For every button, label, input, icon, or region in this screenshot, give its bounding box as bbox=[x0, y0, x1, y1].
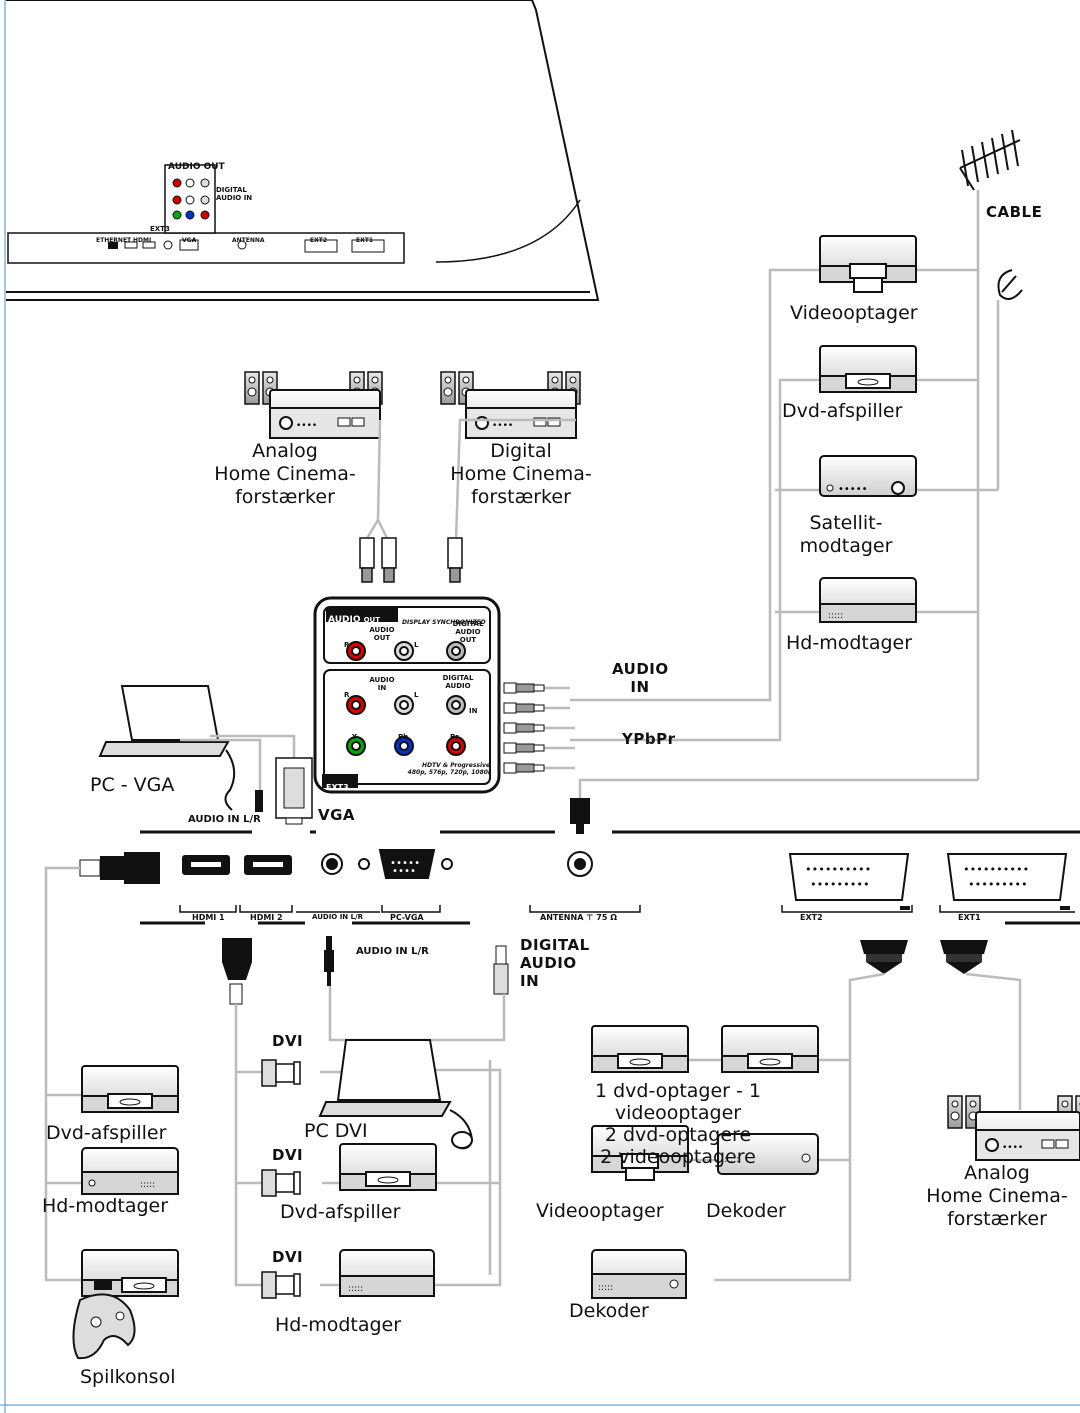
svg-text::::::: ::::: bbox=[140, 1180, 155, 1190]
ext3-pb-label: Pb bbox=[398, 726, 408, 749]
ext3-l-out-label: L bbox=[414, 634, 418, 657]
ypbpr-label: YPbPr bbox=[622, 730, 675, 748]
audio-in-lr-bar-label: AUDIO IN L/R bbox=[312, 906, 363, 929]
ext3-in-word: IN bbox=[469, 700, 477, 723]
svg-text:••••••••••: •••••••••• bbox=[963, 863, 1029, 876]
ext3-out-word: OUT bbox=[364, 616, 380, 624]
svg-text:••••••••••: •••••••••• bbox=[805, 863, 871, 876]
pc-vga-label: PC - VGA bbox=[90, 774, 174, 797]
svg-text::::::: ::::: bbox=[348, 1284, 363, 1294]
svg-text:•••••: ••••• bbox=[838, 484, 868, 495]
dvd-afspiller-right-label: Dvd-afspiller bbox=[782, 400, 902, 423]
ext3-l-in-label: L bbox=[414, 684, 418, 707]
tv-ext1-label: EXT1 bbox=[356, 229, 373, 252]
ext3-r-in-label: R bbox=[344, 684, 349, 707]
videooptager-scart-label: Videooptager bbox=[536, 1200, 664, 1223]
dekoder-label-2: Dekoder bbox=[569, 1300, 649, 1323]
audio-in-label: AUDIO IN bbox=[612, 660, 668, 696]
ext3-audio-word: AUDIO bbox=[328, 615, 360, 625]
tv-antenna-label: ANTENNA bbox=[232, 229, 265, 252]
svg-text:••••: •••• bbox=[1002, 1143, 1023, 1153]
svg-text:••••: •••• bbox=[296, 421, 317, 431]
spilkonsol-label: Spilkonsol bbox=[80, 1366, 175, 1389]
cable-label: CABLE bbox=[986, 203, 1042, 221]
ext3-badge-label: EXT3 bbox=[326, 776, 349, 799]
dvd-afspiller-dvi-label: Dvd-afspiller bbox=[280, 1201, 400, 1224]
dekoder-label-1: Dekoder bbox=[706, 1200, 786, 1223]
ext3-pr-label: Pr bbox=[450, 726, 459, 749]
ext3-audio-in-small-label: AUDIO IN bbox=[362, 676, 402, 692]
digital-audio-in-label: DIGITAL AUDIO IN bbox=[520, 936, 600, 990]
antenna-word: ANTENNA bbox=[540, 913, 583, 922]
audio-in-lr-top-label: AUDIO IN L/R bbox=[188, 808, 261, 831]
home-cinema-digital-top-label: Digital Home Cinema- forstærker bbox=[446, 440, 596, 509]
ext3-r-out-label: R bbox=[344, 634, 349, 657]
ext3-digital-audio-label: DIGITAL AUDIO bbox=[438, 674, 478, 690]
tv-ext3-label: EXT3 bbox=[150, 218, 170, 241]
svg-text::::::: ::::: bbox=[598, 1283, 613, 1293]
hdmi1-label: HDMI 1 bbox=[192, 906, 225, 929]
dvi-label-1: DVI bbox=[272, 1032, 303, 1050]
svg-text:•••••••••: ••••••••• bbox=[968, 878, 1028, 891]
ext1-bar-label: EXT1 bbox=[958, 906, 981, 929]
svg-text:•••••••••: ••••••••• bbox=[810, 878, 870, 891]
hd-modtager-right-label: Hd-modtager bbox=[786, 632, 912, 655]
tv-ethernet-label: ETHERNET bbox=[96, 229, 131, 252]
dvi-label-2: DVI bbox=[272, 1146, 303, 1164]
svg-text::::::: ::::: bbox=[828, 611, 843, 621]
svg-text:••••: •••• bbox=[492, 421, 513, 431]
home-cinema-analog-bottom-label: Analog Home Cinema- forstærker bbox=[922, 1162, 1072, 1231]
antenna-ohm: 75 Ω bbox=[596, 913, 617, 922]
home-cinema-analog-top-label: Analog Home Cinema- forstærker bbox=[210, 440, 360, 509]
tv-digital-audio-in-label: DIGITAL AUDIO IN bbox=[216, 186, 256, 202]
recorders-label: 1 dvd-optager - 1 videooptager 2 dvd-opt… bbox=[548, 1080, 808, 1168]
tv-vga-label: VGA bbox=[182, 229, 196, 252]
hd-modtager-dvi-label: Hd-modtager bbox=[275, 1314, 401, 1337]
pc-dvi-label: PC DVI bbox=[304, 1120, 368, 1143]
ext3-digital-audio-out-label: DIGITAL AUDIO OUT bbox=[448, 620, 488, 644]
audio-in-lr-mid-label: AUDIO IN L/R bbox=[356, 940, 429, 963]
satellit-modtager-label: Satellit- modtager bbox=[796, 512, 896, 558]
tv-ext2-label: EXT2 bbox=[310, 229, 327, 252]
svg-text:••••: •••• bbox=[392, 866, 416, 877]
ext2-bar-label: EXT2 bbox=[800, 906, 823, 929]
videooptager-label: Videooptager bbox=[790, 302, 918, 325]
vga-label: VGA bbox=[318, 806, 355, 824]
ext3-y-label: Y bbox=[352, 726, 357, 749]
tv-audio-out-label: AUDIO OUT bbox=[168, 156, 225, 179]
ext3-audio-out-small-label: AUDIO OUT bbox=[362, 626, 402, 642]
hdmi2-label: HDMI 2 bbox=[250, 906, 283, 929]
dvd-afspiller-left-label: Dvd-afspiller bbox=[46, 1122, 166, 1145]
hdtv-progressive-label: HDTV & Progressive 480p, 576p, 720p, 108… bbox=[400, 762, 490, 776]
dvi-label-3: DVI bbox=[272, 1248, 303, 1266]
hd-modtager-left-label: Hd-modtager bbox=[42, 1195, 168, 1218]
antenna-bar-label: ANTENNA ⊤ 75 Ω bbox=[540, 906, 617, 929]
tv-hdmi-label: HDMI bbox=[133, 229, 151, 252]
pc-vga-bar-label: PC-VGA bbox=[390, 906, 424, 929]
